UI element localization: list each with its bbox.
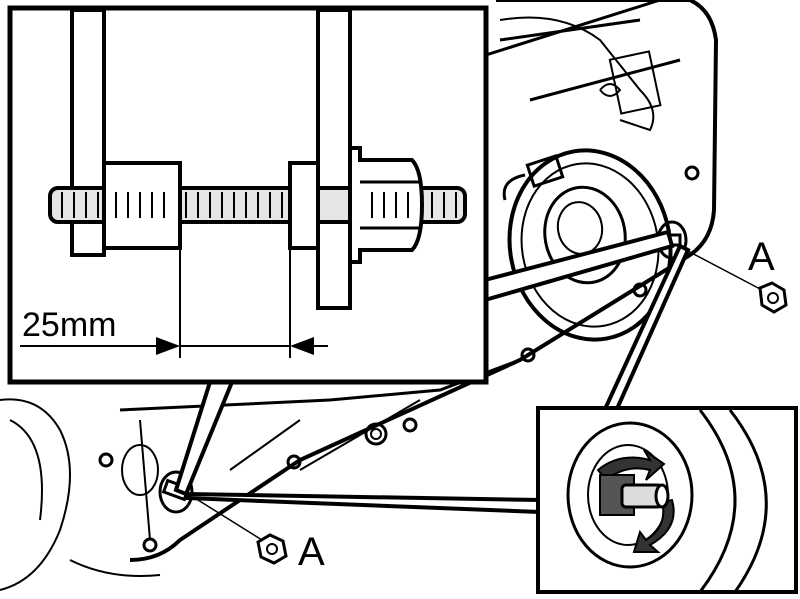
- speaker-connector: [502, 154, 565, 201]
- hex-nut-icon: [685, 249, 788, 314]
- detail-inset-rotation: [536, 406, 798, 594]
- label-nut-a-right: A: [748, 235, 775, 279]
- hex-nut-icon: [189, 494, 288, 565]
- measurement-label: 25mm: [22, 306, 116, 344]
- label-nut-a-bottom: A: [298, 530, 325, 574]
- panel-rivets: [98, 165, 700, 553]
- rotation-arrow-icon: [596, 449, 675, 553]
- detail-inset-measurement: 25mm: [7, 5, 489, 385]
